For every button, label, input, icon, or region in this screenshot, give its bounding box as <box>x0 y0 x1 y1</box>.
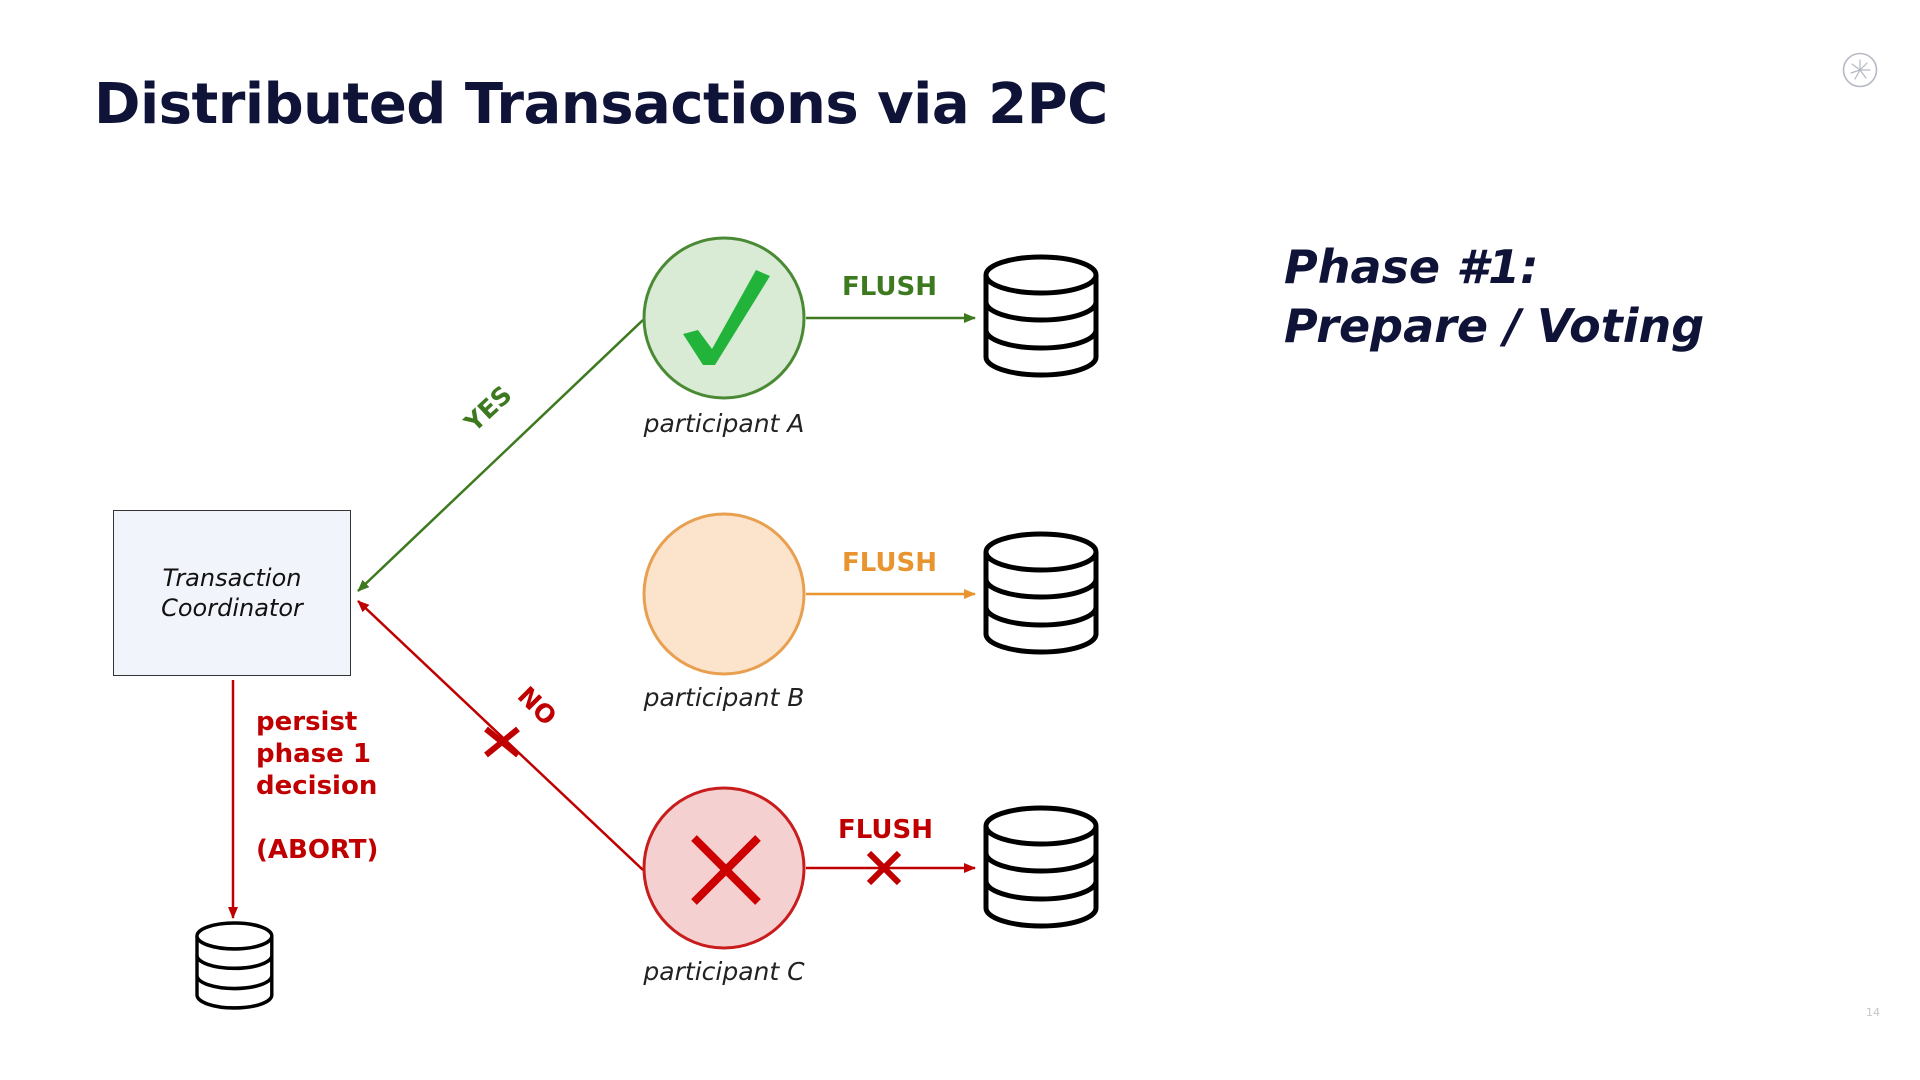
participant-b-label: participant B <box>643 683 805 712</box>
starburst-logo-icon <box>1842 52 1878 88</box>
decision-line4: (ABORT) <box>256 835 379 865</box>
yes-vote-arrow <box>357 319 644 592</box>
flush-label-b: FLUSH <box>842 548 937 578</box>
database-icon <box>195 921 274 1010</box>
decision-line3: decision <box>256 771 378 801</box>
check-icon <box>683 270 770 365</box>
yes-vote-label: YES <box>458 380 517 438</box>
decision-line1: persist <box>256 707 358 737</box>
slide-title: Distributed Transactions via 2PC <box>94 72 1108 137</box>
no-vote-label: NO <box>512 681 562 731</box>
cross-icon <box>691 835 761 905</box>
page-number: 14 <box>1866 1006 1880 1019</box>
decision-line2: phase 1 <box>256 739 371 769</box>
phase1-decision-note: persist phase 1 decision (ABORT) <box>256 706 378 866</box>
no-vote-arrow <box>357 600 644 871</box>
coordinator-label-line2: Coordinator <box>161 594 303 622</box>
phase-heading-line2: Prepare / Voting <box>1284 299 1705 353</box>
flush-label-a: FLUSH <box>842 272 937 302</box>
transaction-coordinator-node: Transaction Coordinator <box>113 510 351 676</box>
phase-heading-line1: Phase #1: <box>1284 240 1539 294</box>
participant-c-label: participant C <box>643 957 805 986</box>
participant-a-label: participant A <box>643 409 805 438</box>
coordinator-label-line1: Transaction <box>162 564 302 592</box>
database-icon <box>986 534 1096 652</box>
phase-heading: Phase #1: Prepare / Voting <box>1284 238 1704 356</box>
participant-a-node <box>642 236 806 400</box>
database-icon <box>986 808 1096 926</box>
flush-label-c: FLUSH <box>838 815 933 845</box>
no-vote-cross-icon <box>484 726 520 758</box>
database-icon <box>986 257 1096 375</box>
participant-b-node <box>642 512 806 676</box>
flush-c-cross-icon <box>866 850 902 886</box>
